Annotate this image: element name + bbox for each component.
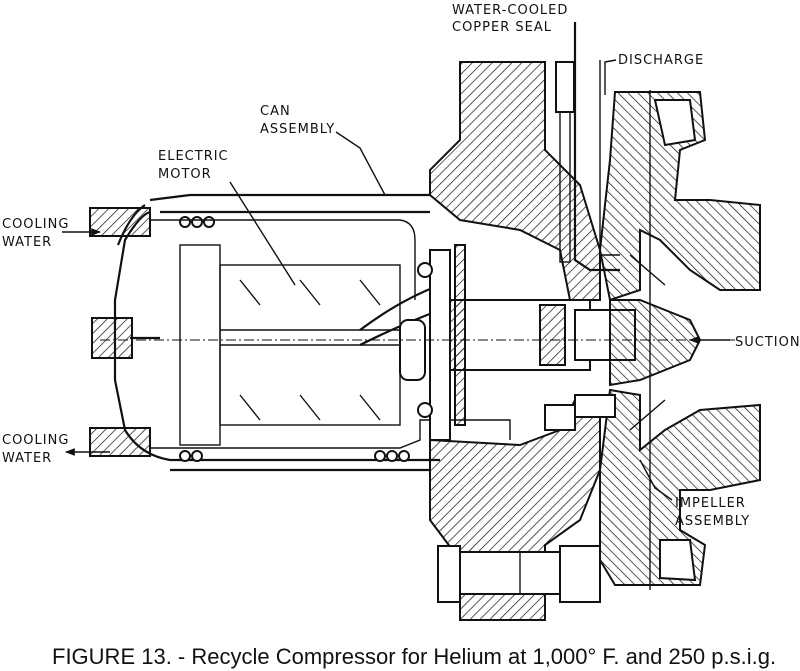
svg-text:ELECTRIC: ELECTRIC	[158, 149, 229, 164]
svg-text:COPPER SEAL: COPPER SEAL	[452, 20, 552, 35]
svg-text:IMPELLER: IMPELLER	[675, 496, 746, 511]
cooling-coils	[150, 216, 511, 462]
label-electric-motor: ELECTRIC MOTOR	[158, 149, 296, 286]
shaft	[417, 244, 636, 441]
label-cooling-water-top: COOLING WATER	[2, 217, 101, 250]
label-cooling-water-bottom: COOLING WATER	[2, 433, 110, 466]
svg-text:WATER: WATER	[2, 451, 52, 466]
label-impeller-assembly: IMPELLER ASSEMBLY	[639, 459, 750, 529]
svg-text:WATER-COOLED: WATER-COOLED	[452, 3, 568, 18]
label-water-cooled-copper-seal: WATER-COOLED COPPER SEAL	[452, 3, 568, 35]
seal-cooling-pipe	[573, 22, 620, 272]
svg-text:COOLING: COOLING	[2, 433, 69, 448]
svg-text:ASSEMBLY: ASSEMBLY	[675, 514, 750, 529]
svg-text:CAN: CAN	[260, 104, 291, 119]
impeller-assembly	[609, 90, 702, 590]
electric-motor	[179, 244, 441, 446]
discharge-volute	[598, 91, 761, 586]
label-can-assembly: CAN ASSEMBLY	[260, 104, 386, 196]
figure-caption: FIGURE 13. - Recycle Compressor for Heli…	[52, 644, 776, 669]
svg-text:SUCTION: SUCTION	[735, 335, 800, 350]
label-discharge: DISCHARGE	[604, 53, 704, 95]
svg-text:MOTOR: MOTOR	[158, 167, 212, 182]
flange-bolt-bottom	[437, 545, 601, 603]
svg-text:DISCHARGE: DISCHARGE	[618, 53, 704, 68]
svg-text:WATER: WATER	[2, 235, 52, 250]
svg-text:ASSEMBLY: ASSEMBLY	[260, 122, 335, 137]
can-assembly	[89, 193, 440, 472]
label-suction: SUCTION	[689, 335, 800, 350]
svg-text:COOLING: COOLING	[2, 217, 69, 232]
